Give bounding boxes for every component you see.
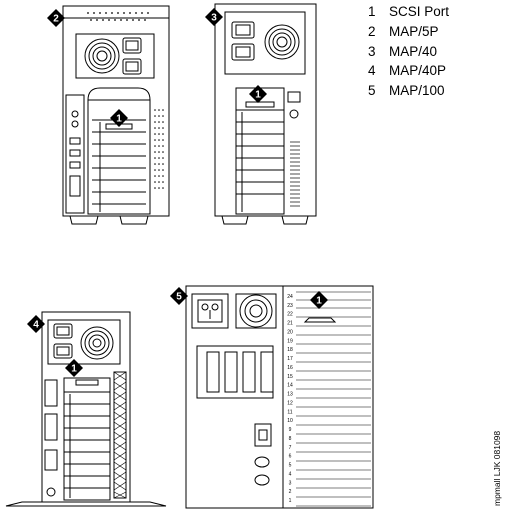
legend-number: 5 (368, 83, 376, 99)
slot-number: 21 (287, 321, 293, 327)
power-connector (231, 43, 255, 61)
slot-number: 2 (289, 489, 292, 495)
scsi-marker-unit5: 1 (310, 291, 328, 309)
slot-number: 6 (289, 454, 292, 460)
fan-housing (235, 293, 277, 329)
fan-grill (80, 326, 114, 360)
legend-item: 3 MAP/40 (368, 42, 449, 62)
slot-number: 15 (287, 374, 293, 380)
top-vent-dots (87, 12, 149, 21)
side-vent (113, 371, 127, 499)
unit-marker-2: 2 (47, 9, 65, 27)
fan-grill (84, 38, 120, 74)
slot-number: 24 (287, 294, 293, 300)
legend-item: 4 MAP/40P (368, 61, 449, 81)
legend-number: 3 (368, 43, 376, 59)
unit-map40p (5, 311, 167, 507)
power-switch (46, 487, 56, 497)
slot-number: 1 (289, 498, 292, 504)
drive-bays (196, 345, 274, 399)
unit-marker-4: 4 (27, 315, 45, 333)
expansion-slots (92, 119, 146, 212)
legend: 1 SCSI Port 2 MAP/5P 3 MAP/40 4 MAP/40P … (368, 2, 449, 101)
legend-item: 5 MAP/100 (368, 81, 449, 101)
scsi-marker-label: 1 (316, 296, 322, 307)
scsi-port (75, 379, 99, 386)
power-connector (122, 58, 142, 75)
slot-number: 13 (287, 392, 293, 398)
slot-number: 3 (289, 480, 292, 486)
slot-number: 10 (287, 418, 293, 424)
slot-number: 20 (287, 330, 293, 336)
legend-label: MAP/100 (389, 83, 445, 99)
unit-map100 (185, 285, 374, 509)
unit-map40 (214, 3, 317, 225)
slot-number: 17 (287, 356, 293, 362)
marker-3-label: 3 (211, 13, 217, 24)
slot-number: 22 (287, 312, 293, 318)
slot-number: 12 (287, 400, 293, 406)
slot-number: 9 (289, 427, 292, 433)
power-connector (122, 37, 142, 54)
slot-number: 5 (289, 463, 292, 469)
slot-number: 18 (287, 347, 293, 353)
slot-number: 4 (289, 471, 292, 477)
expansion-slots (236, 109, 284, 212)
unit-map5p (62, 5, 170, 225)
expansion-slots (64, 391, 110, 498)
legend-number: 1 (368, 4, 376, 19)
legend-label: MAP/40P (389, 63, 447, 79)
slot-number: 7 (289, 445, 292, 451)
scsi-marker-label: 1 (71, 364, 77, 375)
slot-number: 23 (287, 303, 293, 309)
scsi-marker-unit4: 1 (65, 359, 83, 377)
unit-marker-3: 3 (205, 8, 223, 26)
marker-2-label: 2 (53, 14, 59, 25)
legend-label: MAP/5P (389, 23, 439, 39)
scsi-marker-unit2: 1 (110, 109, 128, 127)
card-slots (296, 291, 371, 507)
scsi-port (303, 317, 337, 323)
power-connector (231, 21, 255, 39)
legend-item: 2 MAP/5P (368, 22, 449, 42)
side-vent (290, 141, 300, 207)
marker-5-label: 5 (176, 292, 182, 303)
legend-label: SCSI Port (389, 4, 450, 19)
legend-item: 1 SCSI Port (368, 2, 449, 22)
slot-number: 8 (289, 436, 292, 442)
slot-number: 16 (287, 365, 293, 371)
fan-grill (239, 294, 273, 328)
power-connector (53, 343, 73, 359)
slot-number: 14 (287, 383, 293, 389)
switch (258, 429, 268, 441)
scsi-marker-label: 1 (116, 114, 122, 125)
unit-marker-5: 5 (170, 287, 188, 305)
figure-id: mpmall LJK 081098 (492, 430, 502, 506)
scsi-port (245, 101, 275, 108)
scsi-marker-unit3: 1 (249, 85, 267, 103)
power-connector (53, 323, 73, 339)
legend-number: 2 (368, 23, 376, 39)
legend-label: MAP/40 (389, 43, 438, 59)
side-vent-dots (154, 109, 164, 189)
scsi-marker-label: 1 (255, 90, 261, 101)
slot-number: 19 (287, 338, 293, 344)
marker-4-label: 4 (33, 320, 39, 331)
fan-grill (264, 24, 300, 60)
legend-number: 4 (368, 63, 376, 79)
slot-number: 11 (287, 409, 292, 415)
